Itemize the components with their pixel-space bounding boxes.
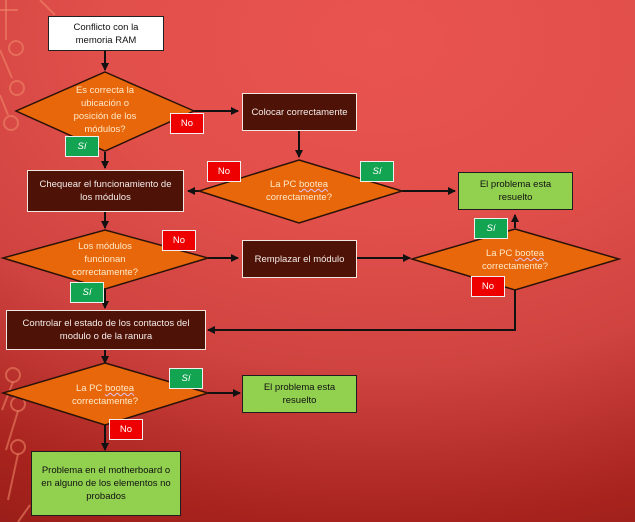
no-badge: No (162, 230, 196, 251)
process-colocar[interactable]: Colocar correctamente (242, 93, 357, 131)
no-badge: No (170, 113, 204, 134)
no-badge: No (109, 419, 143, 440)
connector (207, 290, 516, 334)
process-chequear[interactable]: Chequear el funcionamiento de los módulo… (27, 170, 184, 212)
no-badge-label: No (172, 235, 186, 246)
process-remplazar-label: Remplazar el módulo (254, 253, 345, 265)
si-badge-label: Sí (82, 287, 92, 298)
no-badge: No (471, 276, 505, 297)
no-badge-label: No (119, 424, 133, 435)
no-badge-label: No (217, 166, 231, 177)
no-badge: No (207, 161, 241, 182)
result-resuelto-2-label: El problema esta resuelto (263, 382, 336, 406)
si-badge: Sí (169, 368, 203, 389)
result-motherboard-label: Problema en el motherboard o en alguno d… (41, 465, 171, 502)
si-badge: Sí (70, 282, 104, 303)
si-badge-label: Sí (372, 166, 382, 177)
decision-1-shape (14, 71, 196, 152)
si-badge-label: Sí (77, 141, 87, 152)
connectors (101, 50, 519, 451)
circuit-decoration (0, 0, 56, 522)
process-controlar-label: Controlar el estado de los contactos del… (22, 318, 190, 342)
si-badge-label: Sí (486, 223, 496, 234)
result-resuelto-1[interactable]: El problema esta resuelto (458, 172, 573, 210)
result-resuelto-1-label: El problema esta resuelto (479, 179, 552, 203)
no-badge-label: No (481, 281, 495, 292)
process-colocar-label: Colocar correctamente (251, 106, 348, 118)
decisions (0, 71, 622, 426)
si-badge: Sí (474, 218, 508, 239)
start-node[interactable]: Conflicto con la memoria RAM (48, 16, 164, 51)
decision-4-shape (409, 228, 622, 291)
result-motherboard[interactable]: Problema en el motherboard o en alguno d… (31, 451, 181, 516)
no-badge-label: No (180, 118, 194, 129)
process-remplazar[interactable]: Remplazar el módulo (242, 240, 357, 278)
process-controlar[interactable]: Controlar el estado de los contactos del… (6, 310, 206, 350)
process-chequear-label: Chequear el funcionamiento de los módulo… (39, 179, 172, 203)
si-badge: Sí (65, 136, 99, 157)
result-resuelto-2[interactable]: El problema esta resuelto (242, 375, 357, 413)
si-badge: Sí (360, 161, 394, 182)
si-badge-label: Sí (181, 373, 191, 384)
start-node-label: Conflicto con la memoria RAM (73, 21, 139, 46)
